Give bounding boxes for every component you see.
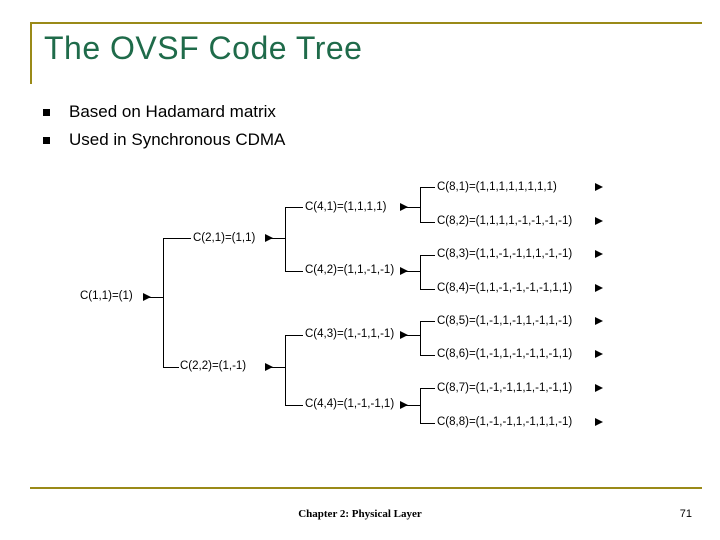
arrow-icon-c44 xyxy=(400,401,408,409)
frame-left-rule xyxy=(30,22,32,84)
footer-text: Chapter 2: Physical Layer xyxy=(298,508,422,520)
connector-h-c81 xyxy=(420,187,435,188)
arrow-icon-c82-out xyxy=(595,217,603,225)
tree-node-c81: C(8,1)=(1,1,1,1,1,1,1,1) xyxy=(437,181,557,194)
connector-v-l2a xyxy=(285,207,286,271)
connector-h-c43-out xyxy=(400,335,420,336)
ovsf-code-tree-diagram: C(1,1)=(1) C(2,1)=(1,1) C(2,2)=(1,-1) C(… xyxy=(0,160,720,470)
arrow-icon-c86-out xyxy=(595,350,603,358)
tree-node-c21: C(2,1)=(1,1) xyxy=(193,232,256,245)
tree-node-c43: C(4,3)=(1,-1,1,-1) xyxy=(305,328,395,341)
connector-h-c87 xyxy=(420,388,435,389)
frame-top-rule xyxy=(30,22,702,24)
arrow-icon-c85-out xyxy=(595,317,603,325)
list-item: Used in Synchronous CDMA xyxy=(40,128,660,152)
connector-h-c86 xyxy=(420,355,435,356)
connector-h-c83 xyxy=(420,255,435,256)
arrow-icon-c83-out xyxy=(595,250,603,258)
connector-h-c41-out xyxy=(400,207,420,208)
connector-h-c42 xyxy=(285,271,303,272)
tree-node-c85: C(8,5)=(1,-1,1,-1,1,-1,1,-1) xyxy=(437,315,573,328)
bullet-text: Based on Hadamard matrix xyxy=(69,102,276,121)
tree-node-c22: C(2,2)=(1,-1) xyxy=(180,360,247,373)
arrow-icon-c87-out xyxy=(595,384,603,392)
tree-node-c84: C(8,4)=(1,1,-1,-1,-1,-1,1,1) xyxy=(437,282,573,295)
connector-h-c22 xyxy=(163,367,179,368)
arrow-icon-c88-out xyxy=(595,418,603,426)
connector-v-l4c xyxy=(420,321,421,355)
bullet-text: Used in Synchronous CDMA xyxy=(69,130,286,149)
connector-h-c21-out xyxy=(265,238,285,239)
tree-node-c82: C(8,2)=(1,1,1,1,-1,-1,-1,-1) xyxy=(437,215,573,228)
connector-h-c22-out xyxy=(265,367,285,368)
tree-node-c42: C(4,2)=(1,1,-1,-1) xyxy=(305,264,395,277)
connector-v-l4b xyxy=(420,255,421,289)
bullet-marker-icon xyxy=(40,128,69,152)
connector-v-l4d xyxy=(420,388,421,423)
connector-h-c85 xyxy=(420,321,435,322)
tree-node-c83: C(8,3)=(1,1,-1,-1,1,1,-1,-1) xyxy=(437,248,573,261)
connector-v-l4a xyxy=(420,187,421,222)
connector-h-c44-out xyxy=(400,405,420,406)
tree-node-c44: C(4,4)=(1,-1,-1,1) xyxy=(305,398,395,411)
arrow-icon-c22 xyxy=(265,363,273,371)
connector-h-c82 xyxy=(420,222,435,223)
connector-h-c84 xyxy=(420,289,435,290)
arrow-icon-c81-out xyxy=(595,183,603,191)
connector-h-c43 xyxy=(285,335,303,336)
arrow-icon-c41 xyxy=(400,203,408,211)
page-title: The OVSF Code Tree xyxy=(44,30,363,66)
connector-h-c11-out xyxy=(143,297,163,298)
tree-node-c87: C(8,7)=(1,-1,-1,1,1,-1,-1,1) xyxy=(437,382,573,395)
tree-node-c88: C(8,8)=(1,-1,-1,1,-1,1,1,-1) xyxy=(437,416,573,429)
connector-h-c41 xyxy=(285,207,303,208)
arrow-icon-c21 xyxy=(265,234,273,242)
arrow-icon-c11 xyxy=(143,293,151,301)
connector-h-c44 xyxy=(285,405,303,406)
arrow-icon-c43 xyxy=(400,331,408,339)
page-number: 71 xyxy=(679,508,692,520)
tree-node-c86: C(8,6)=(1,-1,1,-1,-1,1,-1,1) xyxy=(437,348,573,361)
list-item: Based on Hadamard matrix xyxy=(40,100,660,124)
connector-v-l2b xyxy=(285,335,286,405)
arrow-icon-c42 xyxy=(400,267,408,275)
tree-node-c41: C(4,1)=(1,1,1,1) xyxy=(305,201,387,214)
arrow-icon-c84-out xyxy=(595,284,603,292)
connector-h-c42-out xyxy=(400,271,420,272)
connector-h-c21 xyxy=(163,238,191,239)
frame-bottom-rule xyxy=(30,487,702,489)
tree-node-c11: C(1,1)=(1) xyxy=(80,290,133,303)
bullet-marker-icon xyxy=(40,100,69,124)
connector-v-l1 xyxy=(163,238,164,368)
bullet-list: Based on Hadamard matrix Used in Synchro… xyxy=(40,100,660,156)
connector-h-c88 xyxy=(420,423,435,424)
